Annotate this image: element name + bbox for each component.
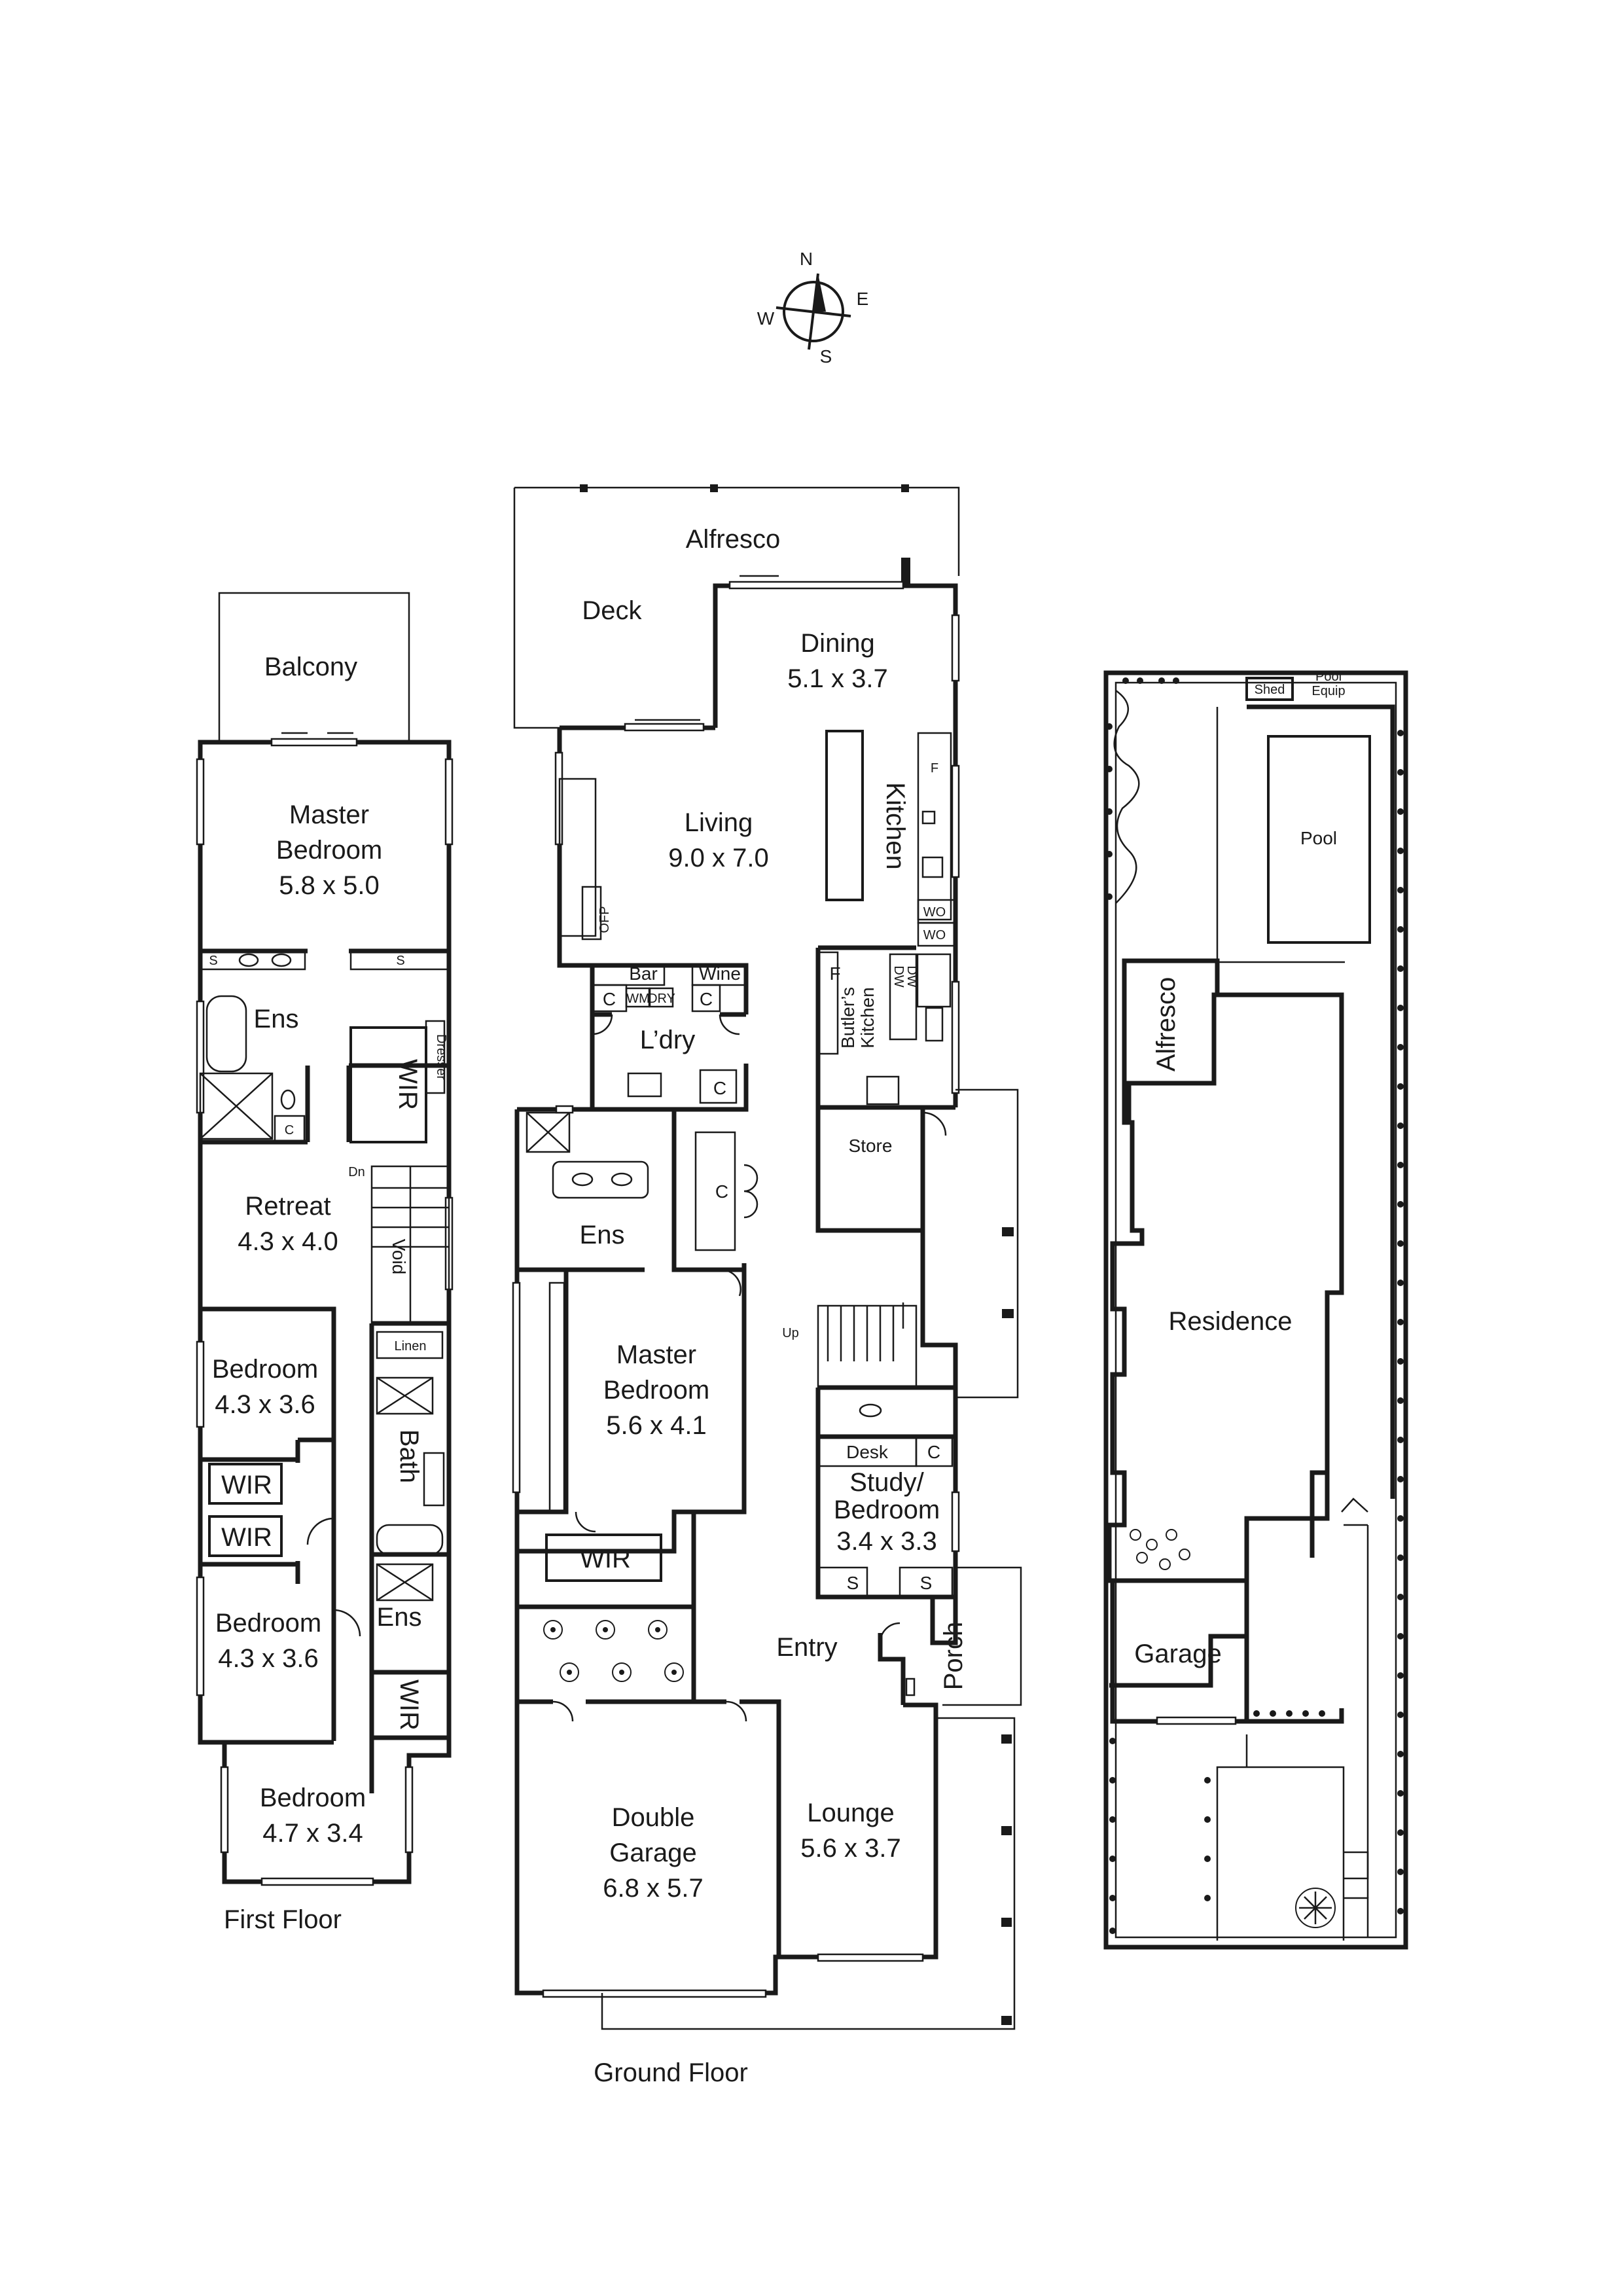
label-alfresco: Alfresco bbox=[686, 525, 781, 554]
label-pool-equip-2: Equip bbox=[1311, 684, 1345, 698]
front-planter bbox=[543, 1620, 684, 1682]
label-ldry: L’dry bbox=[640, 1026, 696, 1054]
label-study-2: Bedroom bbox=[834, 1496, 940, 1524]
label-porch: Porch bbox=[939, 1622, 968, 1691]
label-lounge: Lounge bbox=[807, 1799, 894, 1827]
label-bedroom-1-dims: 4.3 x 3.6 bbox=[215, 1390, 315, 1419]
label-dry: DRY bbox=[648, 992, 675, 1006]
compass-south: S bbox=[820, 346, 832, 367]
compass-west: W bbox=[757, 308, 775, 329]
site-shrubs bbox=[1106, 677, 1404, 1934]
label-double-garage-2: Garage bbox=[609, 1839, 696, 1867]
label-up: Up bbox=[782, 1326, 799, 1340]
label-gf-s2: S bbox=[920, 1573, 933, 1593]
label-ff-ens2: Ens bbox=[377, 1603, 422, 1632]
site-plan bbox=[1103, 670, 1408, 1950]
compass-rose: N E S W bbox=[757, 249, 869, 367]
label-ff-master-bedroom-2: Bedroom bbox=[276, 836, 382, 865]
label-bedroom-1: Bedroom bbox=[212, 1355, 318, 1384]
compass-north: N bbox=[800, 249, 813, 269]
label-butlers-kitchen-1: Butler’s bbox=[838, 987, 858, 1049]
label-bath: Bath bbox=[395, 1429, 423, 1483]
caption-ground-floor: Ground Floor bbox=[594, 2058, 748, 2087]
label-wir-b: WIR bbox=[221, 1523, 272, 1552]
label-lounge-dims: 5.6 x 3.7 bbox=[800, 1834, 901, 1863]
label-study-dims: 3.4 x 3.3 bbox=[836, 1527, 936, 1556]
label-butlers-kitchen-2: Kitchen bbox=[857, 987, 878, 1048]
label-double-garage-dims: 6.8 x 5.7 bbox=[603, 1874, 703, 1903]
label-site-garage: Garage bbox=[1134, 1640, 1221, 1668]
label-gf-master-bedroom-1: Master bbox=[616, 1340, 696, 1369]
label-entry: Entry bbox=[776, 1633, 837, 1662]
label-wir-a: WIR bbox=[221, 1471, 272, 1499]
label-ff-master-bedroom-1: Master bbox=[289, 800, 369, 829]
label-bedroom-3: Bedroom bbox=[260, 1784, 366, 1812]
label-c1: C bbox=[603, 989, 616, 1009]
label-bedroom-3-dims: 4.7 x 3.4 bbox=[262, 1819, 363, 1848]
label-balcony: Balcony bbox=[264, 653, 357, 681]
label-void: Void bbox=[389, 1239, 409, 1275]
label-dining-dims: 5.1 x 3.7 bbox=[787, 664, 887, 693]
label-ff-s1: S bbox=[209, 954, 217, 968]
compass-east: E bbox=[857, 289, 869, 309]
label-wo2: WO bbox=[923, 928, 946, 942]
label-deck: Deck bbox=[582, 596, 642, 625]
label-gf-master-bedroom-2: Bedroom bbox=[603, 1376, 709, 1405]
label-ff-dn: Dn bbox=[348, 1165, 365, 1179]
label-gf-s1: S bbox=[847, 1573, 859, 1593]
label-store: Store bbox=[849, 1136, 893, 1156]
label-ff-master-bedroom-dims: 5.8 x 5.0 bbox=[279, 871, 379, 900]
label-gf-ens: Ens bbox=[580, 1221, 625, 1249]
label-c3: C bbox=[713, 1078, 726, 1098]
label-bedroom-2: Bedroom bbox=[215, 1609, 321, 1638]
label-gf-master-bedroom-dims: 5.6 x 4.1 bbox=[606, 1411, 706, 1440]
label-living-dims: 9.0 x 7.0 bbox=[668, 844, 768, 872]
label-dw1: DW bbox=[904, 965, 919, 987]
ground-floor-plan bbox=[512, 484, 1022, 2030]
label-dw2: DW bbox=[891, 965, 906, 987]
label-bar: Bar bbox=[629, 963, 658, 984]
label-kitchen: Kitchen bbox=[881, 782, 910, 869]
label-pool: Pool bbox=[1300, 828, 1337, 848]
label-c2: C bbox=[700, 989, 713, 1009]
label-c5: C bbox=[927, 1442, 940, 1462]
label-f2: F bbox=[829, 963, 840, 984]
label-wine: Wine bbox=[699, 963, 741, 984]
label-linen: Linen bbox=[395, 1339, 427, 1354]
caption-first-floor: First Floor bbox=[224, 1905, 342, 1934]
label-ofp: OFP bbox=[597, 906, 612, 933]
label-shed: Shed bbox=[1255, 683, 1285, 697]
label-ff-c: C bbox=[285, 1123, 294, 1138]
label-double-garage-1: Double bbox=[612, 1803, 695, 1832]
label-ff-wir: WIR bbox=[393, 1059, 422, 1110]
label-living: Living bbox=[685, 808, 753, 837]
label-pool-equip-1: Pool bbox=[1315, 670, 1342, 684]
label-ff-s2: S bbox=[396, 954, 404, 968]
label-wo1: WO bbox=[923, 905, 946, 920]
label-study-1: Study/ bbox=[849, 1468, 924, 1497]
label-ff-ens: Ens bbox=[254, 1005, 299, 1033]
label-desk: Desk bbox=[846, 1442, 889, 1462]
label-gf-wir: WIR bbox=[580, 1545, 631, 1573]
site-boundary bbox=[1103, 670, 1408, 1950]
label-site-alfresco: Alfresco bbox=[1152, 977, 1181, 1072]
label-retreat-dims: 4.3 x 4.0 bbox=[238, 1227, 338, 1256]
label-ff-dresser: Dresser bbox=[434, 1034, 448, 1080]
label-c4: C bbox=[715, 1181, 728, 1202]
label-retreat: Retreat bbox=[245, 1192, 330, 1221]
label-wm: WM bbox=[626, 992, 650, 1006]
first-floor-plan bbox=[196, 592, 454, 1886]
label-dining: Dining bbox=[800, 629, 874, 658]
label-ff-wir-c: WIR bbox=[395, 1679, 423, 1731]
label-bedroom-2-dims: 4.3 x 3.6 bbox=[218, 1644, 318, 1673]
label-f: F bbox=[931, 761, 938, 776]
label-residence: Residence bbox=[1168, 1307, 1292, 1336]
